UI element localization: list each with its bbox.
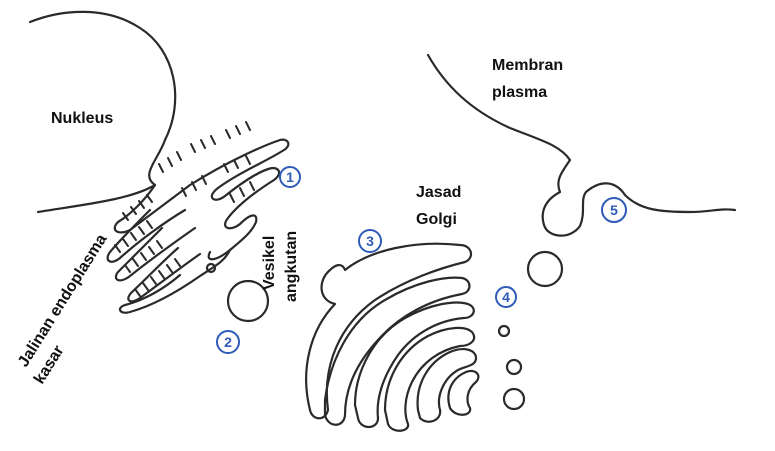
secretory-vesicle-large — [526, 250, 564, 288]
svg-text:5: 5 — [610, 202, 618, 218]
secretory-vesicle-small-2 — [505, 358, 523, 376]
step-marker-3: 3 — [358, 229, 382, 253]
transport-vesicle — [226, 279, 270, 323]
secretory-vesicle-small-1 — [497, 324, 511, 338]
label-vesicle-line1: Vesikel — [261, 236, 278, 290]
svg-text:1: 1 — [286, 169, 294, 185]
step-marker-4: 4 — [495, 286, 517, 308]
rough-er — [106, 121, 290, 314]
svg-text:3: 3 — [366, 233, 374, 249]
nucleus-outline — [28, 10, 177, 214]
label-membrane-line1: Membran — [492, 57, 563, 74]
label-golgi-line1: Jasad — [416, 184, 461, 201]
svg-text:4: 4 — [502, 289, 510, 305]
step-marker-5: 5 — [601, 197, 627, 223]
step-marker-1: 1 — [279, 166, 301, 188]
er-bud-vesicle — [205, 262, 217, 274]
step-marker-2: 2 — [216, 330, 240, 354]
golgi-apparatus — [305, 242, 480, 432]
label-golgi-line2: Golgi — [416, 211, 457, 228]
secretory-vesicle-small-3 — [502, 387, 526, 411]
label-nucleus: Nukleus — [51, 110, 113, 127]
svg-text:2: 2 — [224, 334, 232, 350]
label-vesicle-line2: angkutan — [283, 231, 300, 302]
plasma-membrane — [426, 53, 737, 237]
label-membrane-line2: plasma — [492, 84, 547, 101]
